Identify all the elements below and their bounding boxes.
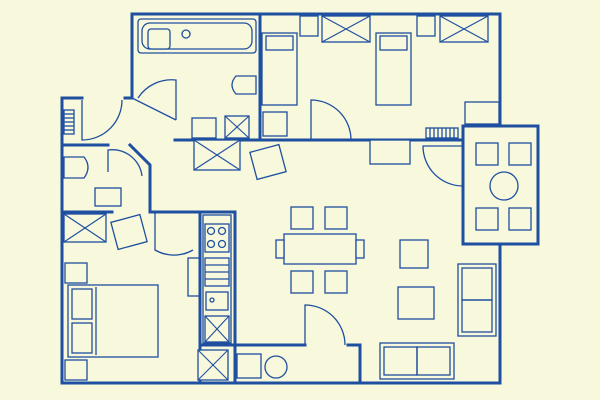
bathtub-step: [147, 28, 171, 50]
wc: [63, 109, 143, 207]
coffee-table: [397, 286, 435, 320]
dining-chair-end: [275, 239, 285, 259]
master-bedroom: [63, 212, 194, 381]
kitchen-sink: [205, 291, 229, 311]
balcony-chair-2: [508, 142, 532, 166]
balcony: [425, 124, 540, 246]
living-dining: [236, 206, 497, 380]
bedroom-nightstand-2: [64, 359, 88, 381]
shelf-2: [416, 15, 436, 37]
nightstand: [262, 111, 288, 137]
dining-chair-end: [355, 239, 365, 259]
toilet: [231, 75, 257, 95]
burner-icon: [206, 226, 216, 236]
wall-living: [233, 242, 502, 385]
kitchen-side-unit: [187, 257, 201, 297]
wc-sink: [94, 187, 122, 207]
kitchen-counter: [202, 214, 232, 344]
wc-toilet: [63, 156, 89, 179]
door-swing-wc: [107, 149, 143, 177]
balcony-chair-4: [508, 207, 532, 231]
door-swing-balcony: [422, 145, 464, 187]
dining-table: [283, 233, 357, 265]
bedroom-armchair: [110, 213, 148, 251]
shelf-1: [299, 15, 319, 37]
kitchen: [187, 214, 232, 381]
dining-chair: [290, 270, 314, 294]
sink-drain-icon: [209, 297, 215, 303]
entry-hall: [81, 99, 464, 187]
balcony-outline: [461, 124, 540, 246]
burner-icon: [217, 239, 227, 249]
dining-chair: [290, 206, 314, 230]
dining-chair: [324, 270, 348, 294]
balcony-chair-1: [475, 142, 499, 166]
desk: [464, 101, 500, 125]
side-table: [399, 239, 429, 269]
door-swing-master-bedroom: [154, 212, 194, 256]
round-ottoman: [264, 355, 288, 379]
twin-bedroom: [261, 15, 500, 141]
balcony-round-table: [489, 171, 519, 201]
burner-icon: [206, 239, 216, 249]
door-swing-bathroom: [137, 79, 177, 120]
bathroom: [131, 18, 257, 139]
bedroom-nightstand-1: [64, 262, 88, 284]
door-swing-front: [81, 99, 123, 141]
balcony-chair-3: [475, 207, 499, 231]
hall-bench: [369, 139, 411, 165]
drain-icon: [181, 29, 191, 39]
hall-chair: [249, 143, 287, 181]
tv-unit: [236, 353, 262, 379]
bath-sink: [191, 117, 217, 139]
wall-left-upper: [60, 96, 152, 214]
door-swing-living: [304, 304, 346, 346]
door-swing-twin-bedroom: [310, 99, 352, 141]
burner-icon: [217, 226, 227, 236]
dining-chair: [324, 206, 348, 230]
